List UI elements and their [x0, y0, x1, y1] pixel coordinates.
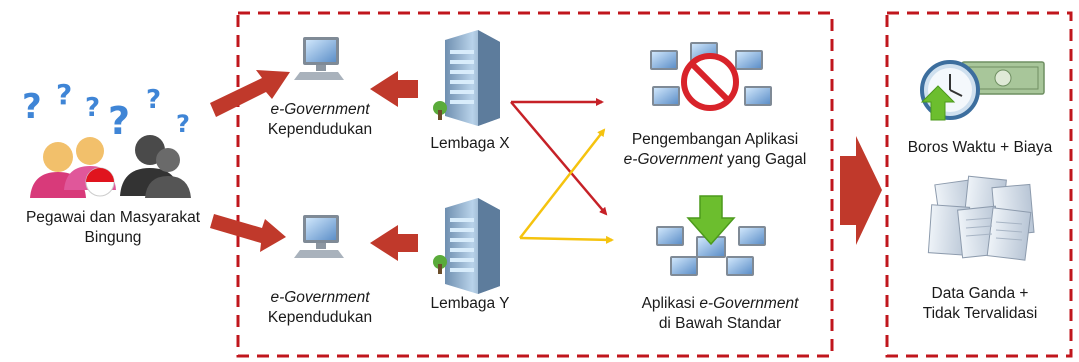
arrow-y-to-failed	[519, 128, 606, 239]
people-label: Pegawai dan Masyarakat Bingung	[8, 208, 218, 248]
arrow-y-to-substd	[519, 235, 614, 244]
egov-top-label: e-Government Kependudukan	[250, 100, 390, 140]
svg-text:?: ?	[56, 78, 72, 111]
failed-network-icon	[650, 42, 772, 111]
egov-bottom-italic: e-Government	[270, 289, 370, 306]
substandard-italic: e-Government	[699, 295, 799, 312]
right-dashed-box	[885, 11, 1073, 358]
middle-dashed-box	[236, 11, 834, 358]
failed-app-line1: Pengembangan Aplikasi	[631, 131, 799, 148]
people-label-line2: Bingung	[84, 229, 142, 246]
clock-money-icon	[920, 60, 1045, 121]
egov-top-italic: e-Government	[270, 101, 370, 118]
block-arrow-people-to-top	[210, 70, 290, 117]
waste-label: Boros Waktu + Biaya	[907, 139, 1053, 156]
failed-app-label: Pengembangan Aplikasi e-Government yang …	[610, 130, 820, 170]
duplicate-line1: Data Ganda +	[931, 285, 1029, 302]
computer-icon-bottom	[294, 215, 344, 258]
egov-top-line2: Kependudukan	[267, 121, 373, 138]
block-arrow-to-outcomes	[840, 136, 882, 245]
substandard-prefix: Aplikasi	[641, 295, 700, 312]
building-icon-y	[433, 198, 500, 294]
duplicate-data-label: Data Ganda + Tidak Tervalidasi	[892, 284, 1068, 324]
svg-text:?: ?	[176, 110, 190, 138]
substandard-network-icon	[656, 195, 766, 276]
failed-app-italic: e-Government	[623, 151, 723, 168]
computer-icon-top	[294, 37, 344, 80]
svg-text:?: ?	[22, 87, 42, 127]
people-label-line1: Pegawai dan Masyarakat	[25, 209, 201, 226]
substandard-line2: di Bawah Standar	[658, 315, 782, 332]
failed-app-rest: yang Gagal	[722, 151, 807, 168]
lembaga-x-label: Lembaga X	[430, 135, 510, 152]
block-arrow-x-to-top	[370, 71, 418, 107]
egov-bottom-line2: Kependudukan	[267, 309, 373, 326]
building-icon-x	[433, 30, 500, 126]
egov-bottom-label: e-Government Kependudukan	[250, 288, 390, 328]
confused-people-icon: ? ? ? ? ? ?	[22, 78, 191, 198]
substandard-app-label: Aplikasi e-Government di Bawah Standar	[615, 294, 825, 334]
svg-text:?: ?	[108, 99, 130, 143]
duplicate-line2: Tidak Tervalidasi	[922, 305, 1038, 322]
duplicate-documents-icon	[927, 175, 1035, 261]
arrow-x-to-substd	[510, 101, 608, 216]
lembaga-y-label: Lembaga Y	[430, 295, 510, 312]
svg-text:?: ?	[85, 93, 100, 123]
block-arrow-people-to-bottom	[210, 214, 286, 252]
block-arrow-y-to-bottom	[370, 225, 418, 261]
svg-text:?: ?	[146, 85, 161, 115]
